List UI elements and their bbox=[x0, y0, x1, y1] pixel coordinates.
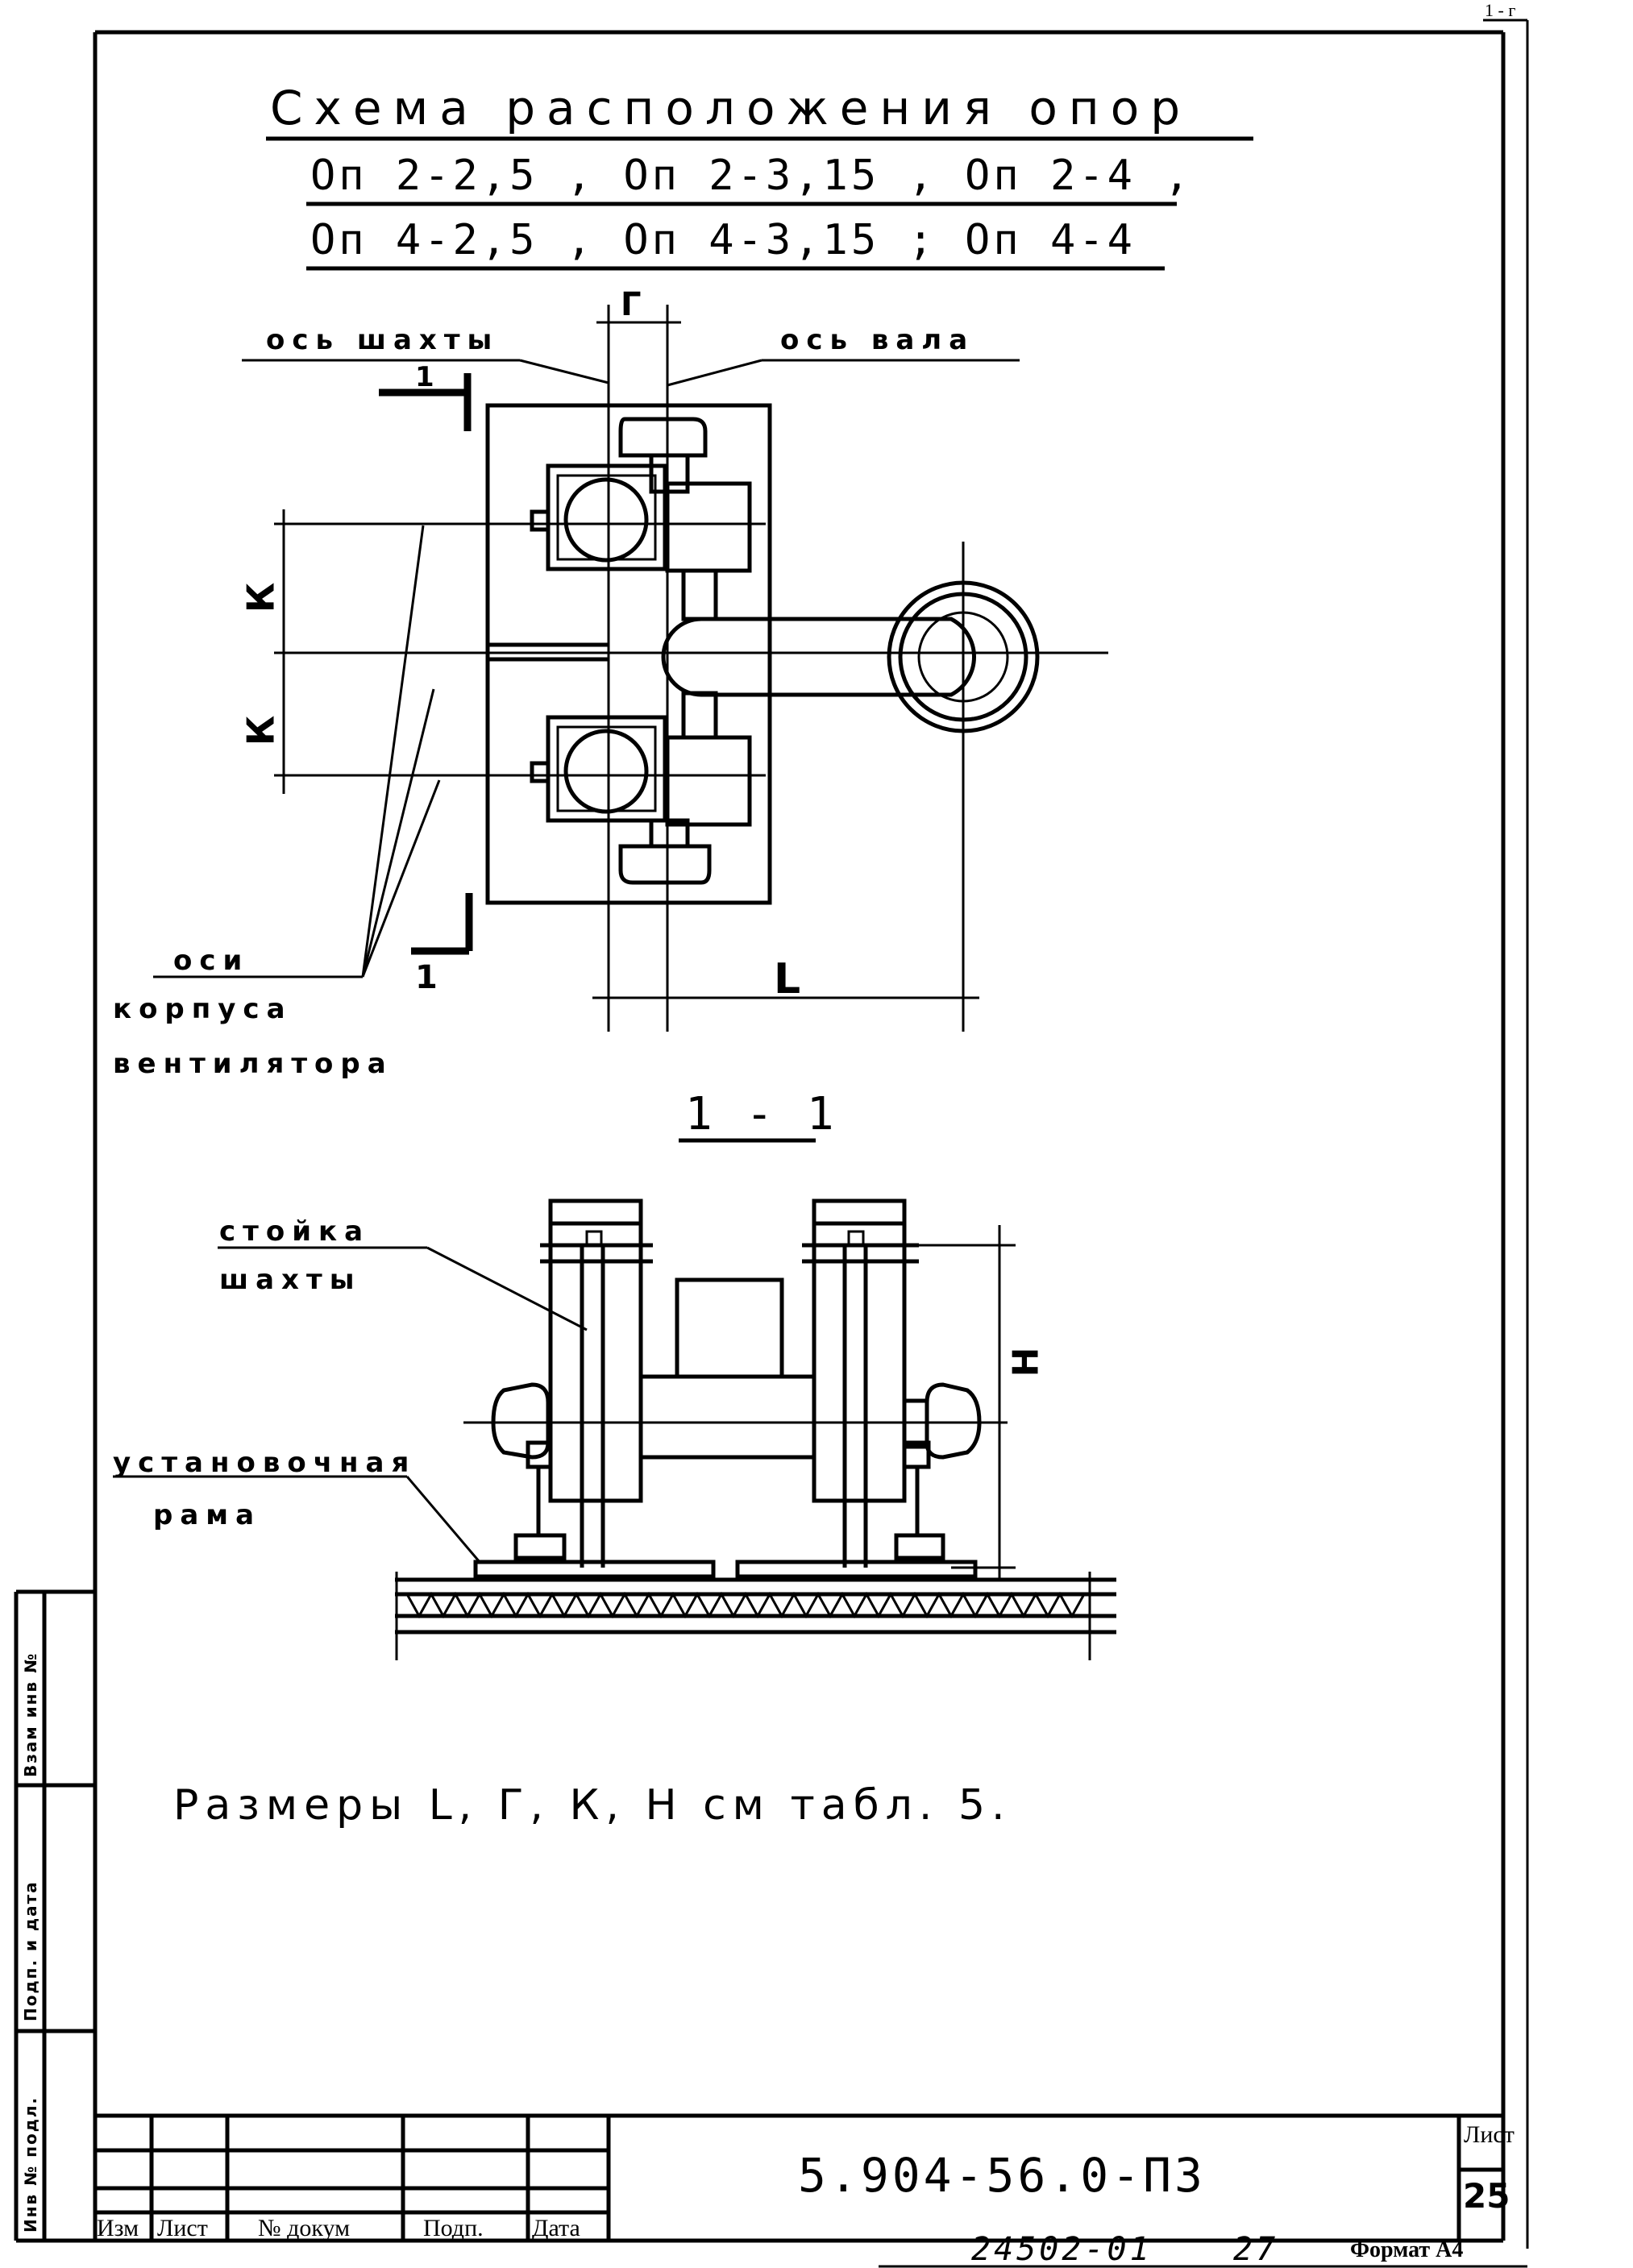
col-sign: Подп. bbox=[423, 2215, 484, 2241]
format-label: Формат А4 bbox=[1350, 2237, 1464, 2262]
label-axes: оси bbox=[173, 945, 250, 977]
label-fan: вентилятора bbox=[113, 1048, 393, 1080]
sheet-number: 25 bbox=[1463, 2176, 1510, 2216]
plan-view bbox=[153, 305, 1108, 1032]
corner-mark: 1 - г bbox=[1485, 0, 1516, 20]
dim-h-label: Н bbox=[1005, 1340, 1047, 1377]
stamp-inv-orig: Инв № подл. bbox=[21, 2096, 40, 2233]
title-block-frame bbox=[95, 2113, 1527, 2268]
dim-g-label: Г bbox=[621, 286, 649, 323]
dim-k-label-1: К bbox=[239, 575, 283, 613]
dim-l-label: L bbox=[774, 955, 808, 1003]
section-view bbox=[113, 1198, 1116, 1660]
sheet-frame bbox=[93, 19, 1529, 2249]
label-fan-body: корпуса bbox=[113, 993, 293, 1025]
dimensions-note: Размеры L, Г, К, Н см табл. 5. bbox=[173, 1781, 1012, 1830]
section-label: 1 - 1 bbox=[685, 1088, 837, 1140]
document-code: 5.904-56.0-ПЗ bbox=[798, 2148, 1206, 2203]
col-change: Изм bbox=[97, 2215, 139, 2241]
label-frame: установочная bbox=[113, 1447, 417, 1479]
subtitle-line-1: Оп 2-2,5 , Оп 2-3,15 , Оп 2-4 , bbox=[310, 152, 1193, 200]
title-underlines bbox=[266, 136, 1253, 271]
col-sheet: Лист bbox=[157, 2215, 208, 2241]
label-shaft-axis-2: ось вала bbox=[780, 324, 975, 356]
label-shaft-axis: ось шахты bbox=[266, 324, 500, 356]
label-post-2: шахты bbox=[219, 1264, 362, 1296]
side-stamp-frame bbox=[14, 1589, 95, 2243]
label-frame-2: рама bbox=[153, 1499, 262, 1531]
stamp-sign-date: Подп. и дата bbox=[21, 1880, 40, 2021]
page-number: 27 bbox=[1233, 2231, 1279, 2268]
cut-mark-top: 1 bbox=[415, 361, 442, 393]
sheet-label: Лист bbox=[1464, 2121, 1515, 2148]
label-post: стойка bbox=[219, 1215, 371, 1248]
subtitle-line-2: Оп 4-2,5 , Оп 4-3,15 ; Оп 4-4 bbox=[310, 216, 1136, 264]
dim-k-label-2: К bbox=[239, 708, 283, 746]
col-doc: № докум bbox=[258, 2215, 351, 2241]
stamp-replace-inv: Взам инв № bbox=[21, 1651, 40, 1777]
cut-mark-bottom: 1 bbox=[415, 959, 445, 996]
archive-number: 24502-01 bbox=[971, 2231, 1153, 2268]
drawing-title: Схема расположения опор bbox=[270, 81, 1192, 135]
col-date: Дата bbox=[532, 2215, 580, 2241]
